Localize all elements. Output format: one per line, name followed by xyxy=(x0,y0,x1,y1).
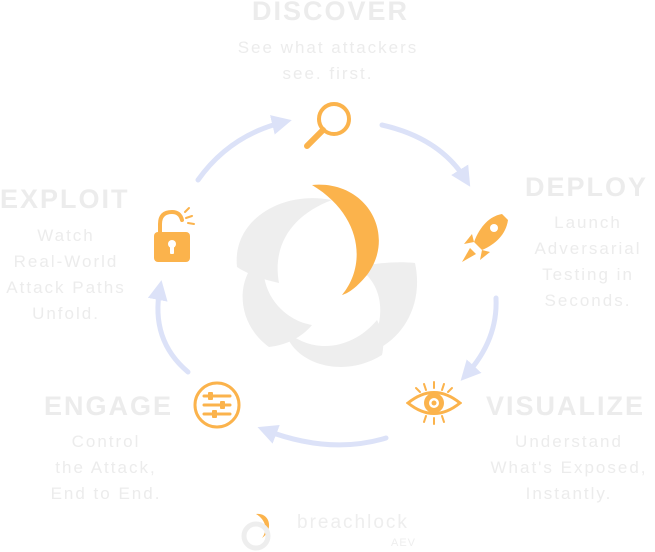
swirl-blade xyxy=(285,320,384,367)
description-line: See what attackers xyxy=(237,38,419,57)
description-line: see. first. xyxy=(282,64,374,83)
stage-description-visualize: Understand What's Exposed, Instantly. xyxy=(484,429,654,507)
description-line: Attack Paths xyxy=(6,278,126,297)
stage-description-discover: See what attackers see. first. xyxy=(220,35,436,87)
sliders-icon xyxy=(193,381,241,429)
stage-title-deploy: DEPLOY xyxy=(525,172,649,202)
description-line: Understand xyxy=(515,432,623,451)
unlocked-padlock-icon xyxy=(154,207,195,262)
description-line: Launch xyxy=(554,213,622,232)
brand-name: breachlock xyxy=(297,512,409,533)
stage-description-deploy: Launch Adversarial Testing in Seconds. xyxy=(522,210,654,314)
arrow-discover-to-deploy xyxy=(379,122,471,187)
description-line: Adversarial xyxy=(534,239,642,258)
swirl-blade xyxy=(242,255,312,347)
description-line: Seconds. xyxy=(544,291,632,310)
stage-title-visualize: VISUALIZE xyxy=(486,391,646,421)
stage-description-exploit: Watch Real-World Attack Paths Unfold. xyxy=(0,223,136,327)
arrow-exploit-to-discover xyxy=(195,115,292,183)
breachlock-logo-icon xyxy=(241,513,271,551)
description-line: Instantly. xyxy=(525,484,613,503)
crescent-moon xyxy=(312,184,379,295)
description-line: Watch xyxy=(37,226,95,245)
arrow-visualize-to-engage xyxy=(257,424,389,448)
magnifier-icon xyxy=(304,102,351,149)
description-line: What's Exposed, xyxy=(490,458,648,477)
rocket-icon xyxy=(462,214,508,262)
swirl-blade xyxy=(357,262,418,353)
eye-icon xyxy=(406,381,462,425)
description-line: the Attack, xyxy=(55,458,157,477)
description-line: Unfold. xyxy=(32,304,100,323)
stage-title-engage: ENGAGE xyxy=(44,391,174,421)
stage-description-engage: Control the Attack, End to End. xyxy=(40,429,172,507)
description-line: Control xyxy=(71,432,141,451)
brand-subtitle: AEV xyxy=(391,537,417,549)
arrow-deploy-to-visualize xyxy=(460,295,499,381)
arrow-engage-to-exploit xyxy=(147,280,191,375)
description-line: End to End. xyxy=(50,484,162,503)
stage-title-discover: DISCOVER xyxy=(252,0,410,26)
description-line: Testing in xyxy=(542,265,634,284)
stage-title-exploit: EXPLOIT xyxy=(0,184,130,214)
description-line: Real-World xyxy=(13,252,119,271)
